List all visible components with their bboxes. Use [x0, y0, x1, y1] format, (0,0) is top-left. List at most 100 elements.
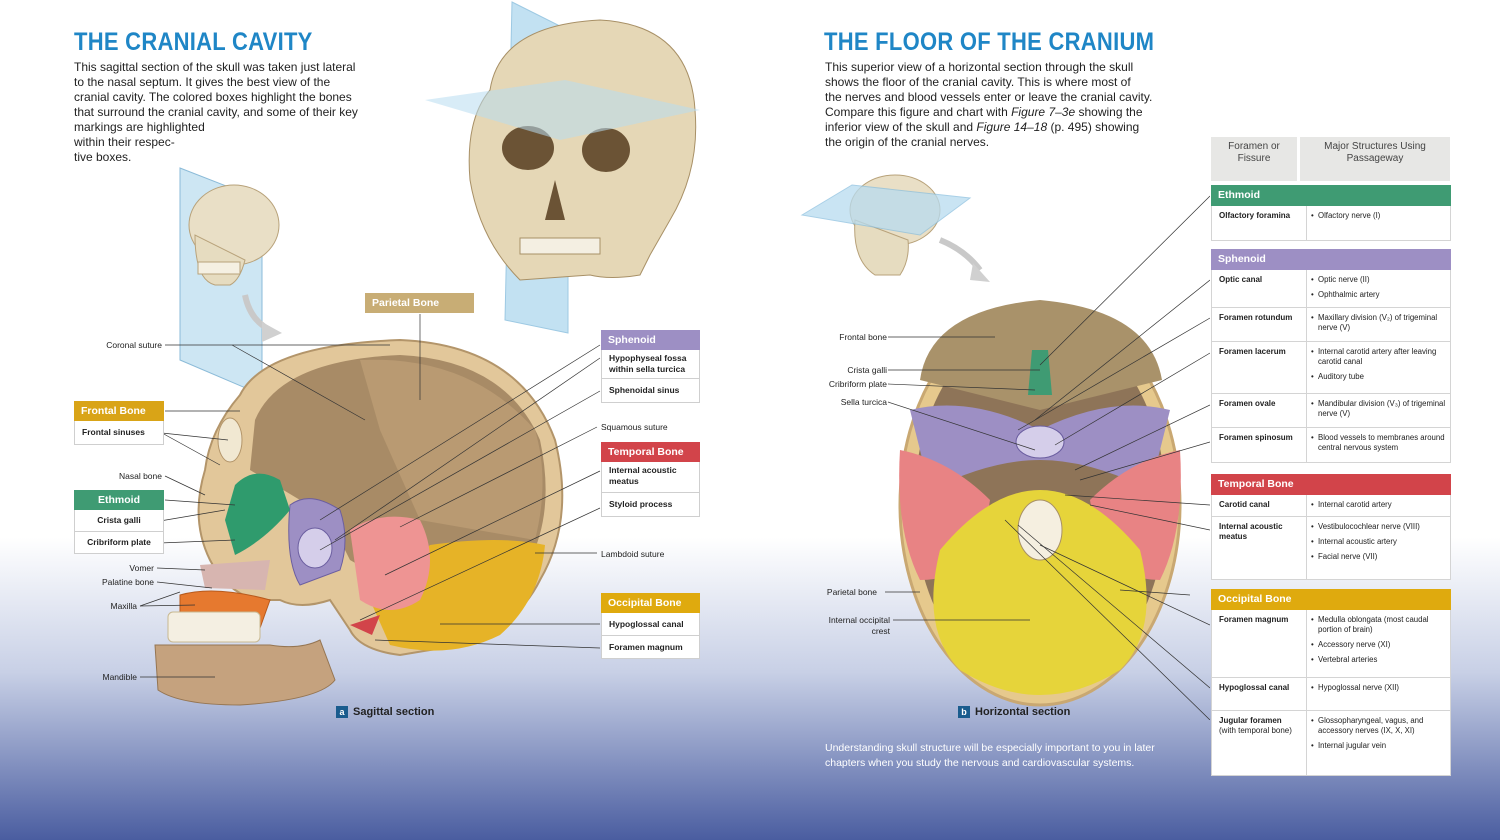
table-row: Jugular foramen(with temporal bone) Glos…	[1211, 711, 1451, 776]
box-row-cribriform-plate: Cribriform plate	[74, 532, 164, 554]
table-structure-item: Internal carotid artery	[1311, 500, 1451, 510]
right-title: THE FLOOR OF THE CRANIUM	[824, 28, 1155, 56]
inset-horizontal-plane	[800, 174, 972, 276]
label-nasal-bone: Nasal bone	[118, 471, 162, 481]
table-structure-item: Internal acoustic artery	[1311, 537, 1451, 547]
box-temporal-header: Temporal Bone	[601, 442, 700, 462]
intro-line: This sagittal section of the skull was t…	[74, 60, 356, 74]
table-structures: Olfactory nerve (I)	[1306, 206, 1451, 240]
table-structure-item: Vertebral arteries	[1311, 655, 1451, 665]
box-row-hypophyseal-fossa: Hypophyseal fossa within sella turcica	[601, 350, 700, 379]
box-row-foramen-magnum: Foramen magnum	[601, 636, 700, 659]
intro-text: (p. 495) showing	[1047, 120, 1140, 134]
box-row-hypoglossal-canal: Hypoglossal canal	[601, 613, 700, 636]
label-coronal-suture: Coronal suture	[106, 340, 162, 350]
table-structures: Blood vessels to membranes around centra…	[1306, 428, 1451, 462]
box-row-frontal-sinuses: Frontal sinuses	[74, 421, 164, 445]
horizontal-skull-illustration	[800, 174, 1210, 720]
table-structure-item: Optic nerve (II)	[1311, 275, 1451, 285]
box-frontal-bone: Frontal Bone Frontal sinuses	[74, 401, 164, 445]
label-line: crest	[871, 626, 890, 636]
label-internal-occipital-crest: Internal occipital crest	[780, 615, 890, 637]
table-structure-item: Internal jugular vein	[1311, 741, 1451, 751]
box-occipital-bone: Occipital Bone Hypoglossal canal Foramen…	[601, 593, 700, 659]
intro-line: tive boxes.	[74, 150, 132, 164]
intro-line: Compare this figure and chart with Figur…	[825, 105, 1195, 120]
box-row-sphenoidal-sinus: Sphenoidal sinus	[601, 379, 700, 403]
table-structures: Vestibulocochlear nerve (VIII) Internal …	[1306, 517, 1451, 579]
label-lambdoid-suture: Lambdoid suture	[601, 549, 665, 559]
box-occipital-header: Occipital Bone	[601, 593, 700, 613]
table-foramen: Foramen magnum	[1219, 615, 1289, 624]
footer-line: chapters when you study the nervous and …	[825, 757, 1135, 769]
table-foramen: Internal acoustic meatus	[1219, 522, 1283, 541]
intro-line: shows the floor of the cranial cavity. T…	[825, 75, 1131, 89]
caption-letter-b: b	[958, 706, 970, 718]
box-ethmoid-header: Ethmoid	[74, 490, 164, 510]
box-parietal-header: Parietal Bone	[365, 293, 474, 313]
intro-text: Compare this figure and chart with	[825, 105, 1012, 119]
cranial-floor	[898, 300, 1182, 707]
inset-skull-plane	[179, 167, 280, 396]
table-structure-item: Glossopharyngeal, vagus, and accessory n…	[1311, 716, 1451, 736]
table-structures: Hypoglossal nerve (XII)	[1306, 678, 1451, 710]
intro-line: inferior view of the skull and Figure 14…	[825, 120, 1195, 135]
table-structures: Maxillary division (V₂) of trigeminal ne…	[1306, 308, 1451, 341]
table-structure-item: Vestibulocochlear nerve (VIII)	[1311, 522, 1451, 532]
footer-line: Understanding skull structure will be es…	[825, 742, 1155, 754]
label-mandible: Mandible	[102, 672, 138, 682]
table-row: Internal acoustic meatus Vestibulocochle…	[1211, 517, 1451, 580]
table-section-temporal: Temporal Bone Carotid canal Internal car…	[1211, 474, 1451, 580]
table-section-header: Sphenoid	[1211, 249, 1451, 270]
label-cribriform-plate: Cribriform plate	[828, 379, 887, 389]
table-foramen: Hypoglossal canal	[1219, 683, 1290, 692]
table-foramen: Foramen spinosum	[1219, 433, 1293, 442]
box-row-crista-galli: Crista galli	[74, 510, 164, 532]
table-structure-item: Internal carotid artery after leaving ca…	[1311, 347, 1451, 367]
table-structure-item: Facial nerve (VII)	[1311, 552, 1451, 562]
label-parietal-bone: Parietal bone	[826, 587, 877, 597]
label-sella-turcica: Sella turcica	[840, 397, 887, 407]
figure-ref-link[interactable]: Figure 7–3e	[1011, 105, 1076, 119]
table-foramen: Foramen ovale	[1219, 399, 1276, 408]
table-section-header: Temporal Bone	[1211, 474, 1451, 495]
table-structure-item: Accessory nerve (XI)	[1311, 640, 1451, 650]
label-squamous-suture: Squamous suture	[601, 422, 668, 432]
label-palatine-bone: Palatine bone	[102, 577, 154, 587]
sagittal-skull	[154, 338, 564, 706]
intro-line: that surround the cranial cavity, and so…	[74, 105, 358, 119]
table-row: Foramen spinosum Blood vessels to membra…	[1211, 428, 1451, 463]
table-structure-item: Hypoglossal nerve (XII)	[1311, 683, 1451, 693]
box-row-styloid-process: Styloid process	[601, 493, 700, 517]
table-structures: Optic nerve (II) Ophthalmic artery	[1306, 270, 1451, 307]
table-row: Carotid canal Internal carotid artery	[1211, 495, 1451, 517]
left-intro: This sagittal section of the skull was t…	[74, 60, 384, 165]
table-row: Olfactory foramina Olfactory nerve (I)	[1211, 206, 1451, 241]
table-foramen: Carotid canal	[1219, 500, 1270, 509]
right-left-leaders	[885, 336, 1040, 621]
table-row: Optic canal Optic nerve (II) Ophthalmic …	[1211, 270, 1451, 308]
label-vomer: Vomer	[129, 563, 154, 573]
intro-line: markings are highlighted	[74, 120, 205, 134]
table-structures: Mandibular division (V₃) of trigeminal n…	[1306, 394, 1451, 427]
table-structure-item: Olfactory nerve (I)	[1311, 211, 1451, 221]
table-structure-item: Auditory tube	[1311, 372, 1451, 382]
intro-line: This superior view of a horizontal secti…	[825, 60, 1134, 74]
table-foramen: Foramen rotundum	[1219, 313, 1293, 322]
intro-text: showing the	[1075, 105, 1143, 119]
caption-letter-a: a	[336, 706, 348, 718]
figure-ref-link[interactable]: Figure 14–18	[976, 120, 1048, 134]
intro-text: inferior view of the skull and	[825, 120, 977, 134]
table-col-header-foramen: Foramen or Fissure	[1211, 137, 1297, 181]
frontal-plane-skull	[425, 1, 700, 334]
table-row: Foramen ovale Mandibular division (V₃) o…	[1211, 394, 1451, 428]
label-maxilla: Maxilla	[110, 601, 137, 611]
table-section-ethmoid: Ethmoid Olfactory foramina Olfactory ner…	[1211, 185, 1451, 241]
intro-line: the origin of the cranial nerves.	[825, 135, 990, 149]
sagittal-skull-illustration	[139, 1, 700, 706]
table-foramen-name: Jugular foramen	[1219, 716, 1282, 725]
table-structure-item: Blood vessels to membranes around centra…	[1311, 433, 1451, 453]
table-col-header-structures: Major Structures Using Passageway	[1300, 137, 1450, 181]
table-section-header: Ethmoid	[1211, 185, 1451, 206]
